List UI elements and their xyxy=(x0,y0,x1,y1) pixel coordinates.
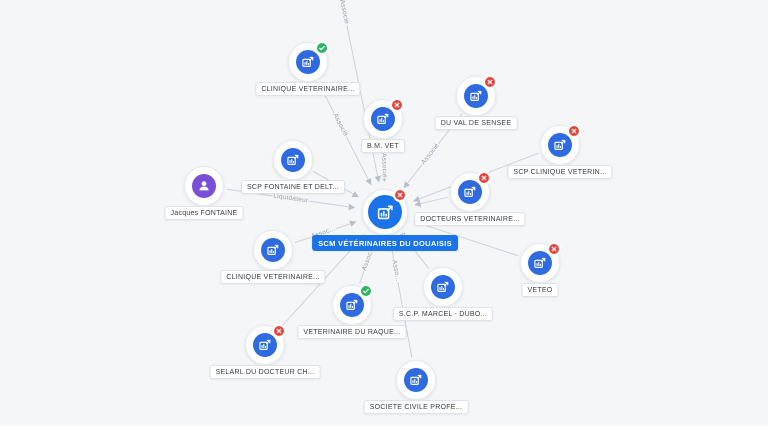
node-label: VETERINAIRE DU RAQUE... xyxy=(297,325,407,339)
company-icon xyxy=(528,251,552,275)
node-label: CLINIQUE VETERINAIRE... xyxy=(220,270,326,284)
node-label: DU VAL DE SENSEE xyxy=(434,116,518,130)
company-icon xyxy=(431,275,455,299)
node-label: S.C.P. MARCEL - DUBO... xyxy=(392,307,494,321)
person-icon xyxy=(192,174,216,198)
status-cross-icon xyxy=(477,171,491,185)
company-icon xyxy=(458,180,482,204)
status-cross-icon xyxy=(272,324,286,338)
node-label: VETEO xyxy=(521,283,559,297)
status-cross-icon xyxy=(390,98,404,112)
status-check-icon xyxy=(315,41,329,55)
node-label: SCP CLINIQUE VETERIN... xyxy=(507,165,613,179)
node-label: SCM VÉTÉRINAIRES DU DOUAISIS xyxy=(312,235,458,251)
edge-relation-label: Associé xyxy=(380,153,388,178)
edge-societe-civile-professionnelle-to-scm xyxy=(388,241,413,358)
edge-veteo-to-scm xyxy=(413,220,519,257)
company-icon xyxy=(548,133,572,157)
node-label: SOCIETE CIVILE PROFE... xyxy=(363,400,469,414)
company-icon xyxy=(296,50,320,74)
node-label: Jacques FONTAINE xyxy=(164,206,244,220)
status-cross-icon xyxy=(547,242,561,256)
company-icon xyxy=(340,293,364,317)
status-cross-icon xyxy=(393,188,407,202)
status-check-icon xyxy=(359,284,373,298)
node-label: DOCTEURS VETERINAIRE... xyxy=(414,212,526,226)
status-cross-icon xyxy=(567,124,581,138)
page-edge xyxy=(0,426,768,432)
company-icon xyxy=(281,148,305,172)
node-label: CLINIQUE VETERINAIRE... xyxy=(255,82,361,96)
node-label: SELARL DU DOCTEUR CH... xyxy=(209,365,321,379)
company-icon xyxy=(371,107,395,131)
company-icon xyxy=(404,368,428,392)
edge-clinique-veterinaire-ouest-to-scm xyxy=(294,220,357,244)
status-cross-icon xyxy=(483,75,497,89)
company-icon xyxy=(464,84,488,108)
node-circle xyxy=(184,166,224,206)
node-label: SCP FONTAINE ET DELT... xyxy=(241,180,345,194)
company-icon xyxy=(261,238,285,262)
node-label: B.M. VET xyxy=(361,139,405,153)
company-icon xyxy=(253,333,277,357)
edge-docteurs-veterinaires-to-scm xyxy=(414,196,448,207)
edge-clinique-veterinaire-nord-to-scm xyxy=(318,82,372,186)
